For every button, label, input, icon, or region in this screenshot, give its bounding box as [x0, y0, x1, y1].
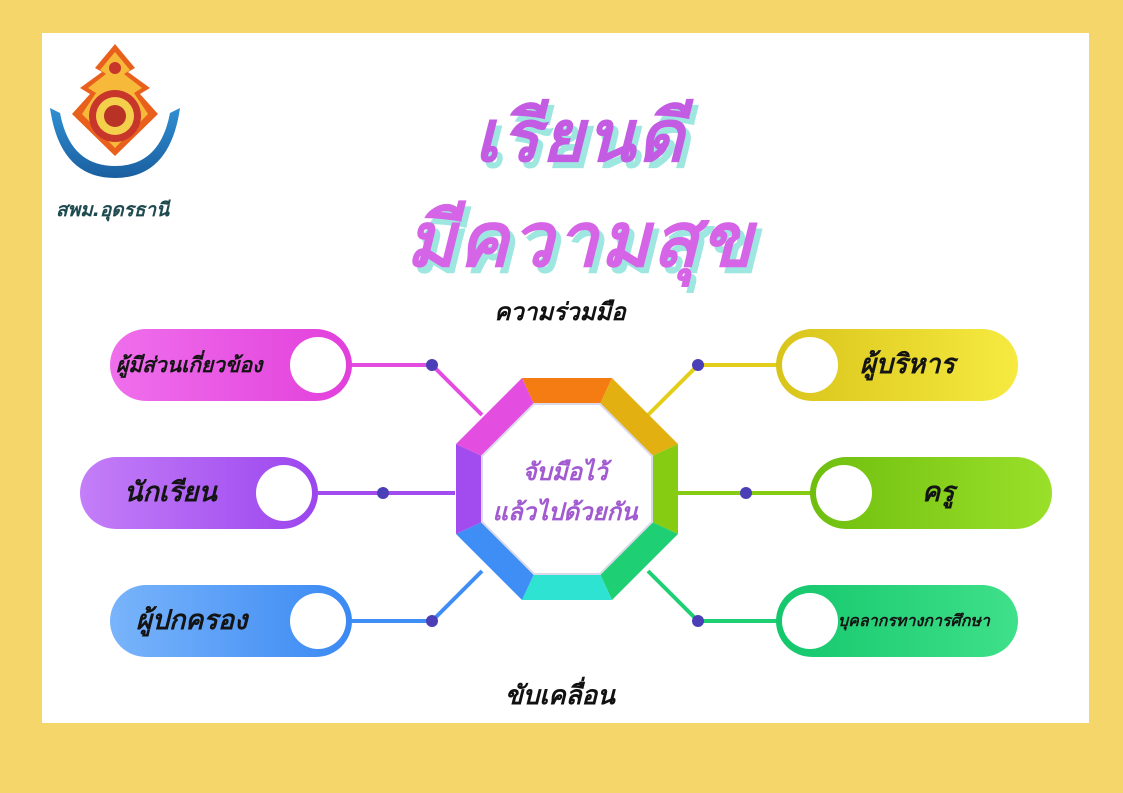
node-education-personnel-label: บุคลากรทางการศึกษา [838, 611, 990, 630]
connector-dot [377, 487, 389, 499]
connector-dot [426, 359, 438, 371]
connector-dot [740, 487, 752, 499]
node-stakeholders-circle [290, 337, 346, 393]
octagon-segment-bottom-left [456, 522, 534, 600]
octagon-segment-left [456, 444, 482, 534]
page-title-line1: เรียนดี [474, 94, 686, 178]
node-administrators-label: ผู้บริหาร [860, 349, 955, 380]
school-emblem-icon [50, 44, 180, 178]
node-parents: ผู้ปกครอง [110, 585, 352, 657]
node-stakeholders: ผู้มีส่วนเกี่ยวข้อง [110, 329, 352, 401]
connector-left-top [352, 363, 484, 417]
center-slogan-line1: จับมือไว้ [522, 458, 608, 486]
node-parents-circle [290, 593, 346, 649]
connector-dot [692, 615, 704, 627]
connector-right-bottom [646, 569, 778, 623]
node-teachers-label: ครู [922, 477, 955, 508]
connector-dot [692, 359, 704, 371]
node-education-personnel-circle [782, 593, 838, 649]
octagon-segment-top-left [456, 378, 534, 456]
octagon-segment-top [522, 378, 612, 404]
node-administrators-circle [782, 337, 838, 393]
octagon-inner [481, 403, 653, 575]
center-slogan-line2: แล้วไปด้วยกัน [492, 498, 638, 526]
node-parents-label: ผู้ปกครอง [136, 605, 248, 636]
node-stakeholders-label: ผู้มีส่วนเกี่ยวข้อง [116, 353, 263, 377]
connector-right-top [646, 363, 778, 417]
octagon-segment-right [652, 444, 678, 534]
organization-caption: สพม.อุดรธานี [56, 199, 170, 221]
node-teachers: ครู [810, 457, 1052, 529]
center-slogan: จับมือไว้ แล้วไปด้วยกัน [470, 452, 660, 532]
node-administrators: ผู้บริหาร [776, 329, 1018, 401]
octagon-segment-bottom [522, 574, 612, 600]
node-teachers-circle [816, 465, 872, 521]
connector-left-bottom [352, 569, 484, 623]
octagon-segment-bottom-right [600, 522, 678, 600]
node-students-circle [256, 465, 312, 521]
connector-dot [426, 615, 438, 627]
drive-label: ขับเคลื่อน [505, 681, 615, 711]
node-education-personnel: บุคลากรทางการศึกษา [776, 585, 1018, 657]
cooperation-label: ความร่วมมือ [494, 298, 626, 326]
node-students-label: นักเรียน [124, 477, 217, 508]
node-students: นักเรียน [80, 457, 318, 529]
page-title-line2: มีความสุข [405, 195, 755, 284]
octagon-segment-top-right [600, 378, 678, 456]
